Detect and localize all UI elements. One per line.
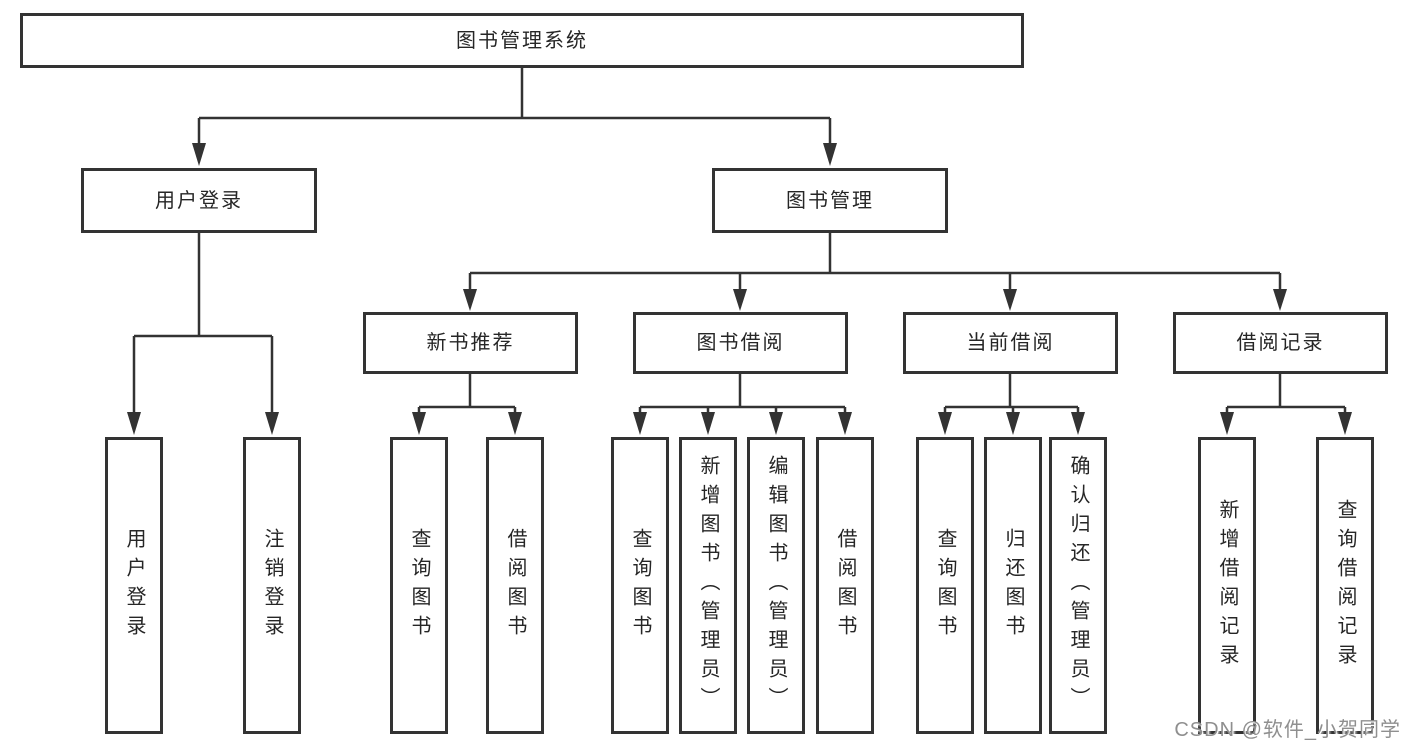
node-label: 确认归还（管理员） [1067, 455, 1089, 716]
arrowhead [412, 412, 426, 435]
arrowhead [265, 412, 279, 435]
node-label: 注销登录 [261, 527, 283, 644]
node-label: 编辑图书（管理员） [765, 455, 787, 716]
arrowhead [1338, 412, 1352, 435]
arrowhead [938, 412, 952, 435]
arrowhead [1071, 412, 1085, 435]
arrowhead [508, 412, 522, 435]
node-label: 查询图书 [629, 527, 651, 644]
arrowhead [1273, 289, 1287, 311]
arrowhead [823, 143, 837, 166]
leaf-current-query-books: 查询图书 [916, 437, 974, 734]
arrowhead [701, 412, 715, 435]
arrowhead [838, 412, 852, 435]
arrowhead [769, 412, 783, 435]
arrowhead [1220, 412, 1234, 435]
node-label: 借阅图书 [504, 527, 526, 644]
leaf-newrec-query-books: 查询图书 [390, 437, 448, 734]
node-book-management: 图书管理 [712, 168, 948, 233]
node-current-borrowing: 当前借阅 [903, 312, 1118, 374]
node-label: 新增图书（管理员） [697, 455, 719, 716]
leaf-user-login: 用户登录 [105, 437, 163, 734]
leaf-current-confirm-return-admin: 确认归还（管理员） [1049, 437, 1107, 734]
node-label: 新书推荐 [426, 332, 515, 354]
arrowhead [633, 412, 647, 435]
leaf-current-return-books: 归还图书 [984, 437, 1042, 734]
node-label: 查询图书 [934, 527, 956, 644]
node-book-borrowing: 图书借阅 [633, 312, 848, 374]
node-label: 用户登录 [123, 527, 145, 644]
node-label: 借阅记录 [1236, 332, 1325, 354]
arrowhead [463, 289, 477, 311]
leaf-record-add-borrow-record: 新增借阅记录 [1198, 437, 1256, 734]
leaf-newrec-borrow-books: 借阅图书 [486, 437, 544, 734]
arrowhead [733, 289, 747, 311]
leaf-borrow-add-books-admin: 新增图书（管理员） [679, 437, 737, 734]
arrowhead [1003, 289, 1017, 311]
leaf-logout: 注销登录 [243, 437, 301, 734]
node-label: 图书管理系统 [456, 29, 588, 52]
node-label: 图书管理 [786, 189, 874, 212]
node-user-login: 用户登录 [81, 168, 317, 233]
node-label: 用户登录 [155, 189, 243, 212]
arrowhead [127, 412, 141, 435]
node-label: 查询借阅记录 [1334, 498, 1356, 673]
node-label: 新增借阅记录 [1216, 498, 1238, 673]
node-label: 借阅图书 [834, 527, 856, 644]
node-borrowing-records: 借阅记录 [1173, 312, 1388, 374]
leaf-borrow-query-books: 查询图书 [611, 437, 669, 734]
leaf-borrow-edit-books-admin: 编辑图书（管理员） [747, 437, 805, 734]
node-new-book-recommendation: 新书推荐 [363, 312, 578, 374]
leaf-borrow-borrow-books: 借阅图书 [816, 437, 874, 734]
node-label: 图书借阅 [696, 332, 785, 354]
arrowhead [192, 143, 206, 166]
leaf-record-query-borrow-record: 查询借阅记录 [1316, 437, 1374, 734]
csdn-watermark: CSDN @软件_小贺同学 [1174, 719, 1401, 741]
node-label: 归还图书 [1002, 527, 1024, 644]
arrowhead [1006, 412, 1020, 435]
node-library-management-system: 图书管理系统 [20, 13, 1024, 68]
node-label: 查询图书 [408, 527, 430, 644]
node-label: 当前借阅 [966, 332, 1055, 354]
